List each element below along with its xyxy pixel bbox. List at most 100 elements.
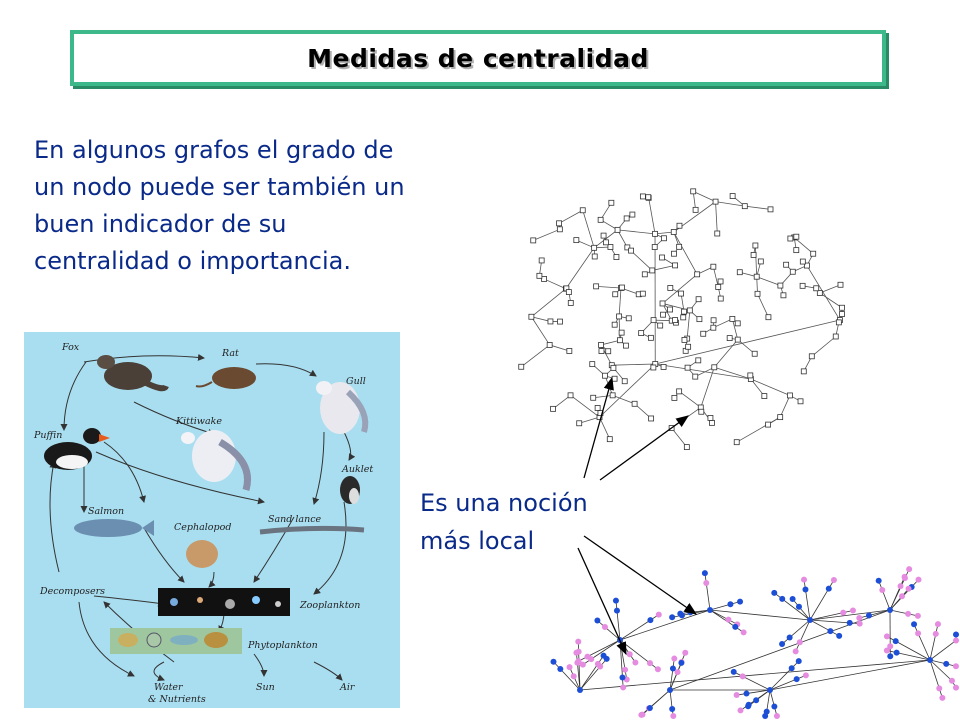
graph1-node (668, 425, 675, 431)
graph1-edge (811, 336, 837, 357)
graph1-node (547, 318, 554, 325)
graph1-node (619, 284, 625, 291)
label-rat: Rat (221, 348, 239, 359)
graph2-node (570, 673, 577, 680)
graph2-node (678, 659, 685, 666)
label-sand-lance: Sand lance (268, 514, 322, 525)
graph1-node (602, 372, 608, 379)
graph1-edge (750, 378, 791, 396)
graph2-node (579, 661, 586, 668)
graph2-edge (929, 633, 937, 661)
graph1-node (556, 220, 562, 227)
graph1-edge (543, 278, 567, 290)
graph2-node (737, 598, 744, 605)
graph2-node (875, 577, 882, 584)
graph1-node (676, 222, 683, 229)
graph1-node (638, 330, 645, 336)
puffin-icon (44, 428, 110, 470)
graph1-edge (819, 284, 841, 294)
graph1-node (694, 271, 701, 278)
graph2-node (793, 676, 800, 683)
graph2-node (906, 566, 913, 573)
graph2-node (646, 705, 653, 712)
graph1-node (695, 296, 702, 303)
graph1-edge (819, 292, 843, 309)
local-line-1: Es una noción (420, 489, 588, 517)
graph2-node (674, 669, 681, 676)
graph1-node (783, 261, 790, 268)
body-line-1: En algunos grafos el grado de (34, 136, 394, 164)
graph2-node (773, 713, 780, 719)
graph1-node (659, 300, 666, 307)
graph2-node (953, 631, 959, 638)
graph2-node (594, 617, 601, 624)
graph2-node (830, 577, 837, 584)
graph2-edge (578, 651, 581, 691)
graph1-edge (662, 274, 698, 304)
graph2-node (707, 607, 713, 613)
graph1-node (686, 307, 693, 314)
graph1-edge (618, 316, 621, 341)
graph1-node (672, 317, 678, 324)
graph2-node (626, 651, 633, 658)
graph2-edge (560, 668, 581, 691)
graph1-edge (600, 344, 613, 366)
graph1-node (729, 193, 736, 199)
graph1-node (709, 419, 715, 426)
graph1-edge (531, 288, 567, 318)
graph1-edge (655, 363, 751, 380)
graph2-node (647, 617, 654, 624)
graph2-node (667, 687, 673, 693)
graph1-edge (806, 265, 841, 321)
graph2-node (865, 612, 872, 619)
graph1-node (650, 317, 657, 324)
graph1-edge (713, 318, 733, 329)
graph1-node (648, 415, 655, 422)
graph1-node (680, 314, 687, 321)
graph2-node (639, 711, 646, 718)
graph2-edge (709, 603, 731, 611)
graph1-edge (652, 264, 676, 271)
graph2-edge (929, 640, 957, 661)
graph1-node (611, 375, 618, 382)
graph1-node (761, 393, 768, 399)
local-notion-text: Es una noción más local (420, 484, 640, 560)
graph1-edge (617, 229, 628, 248)
graph1-node (816, 290, 823, 296)
graph1-node (659, 254, 665, 261)
graph2-node (701, 570, 708, 577)
graph1-edge (754, 245, 758, 277)
graph2-node (550, 658, 557, 665)
label-water: Water (154, 682, 184, 693)
label-zooplankton: Zooplankton (299, 600, 360, 611)
graph2-node (802, 586, 809, 593)
graph1-node (757, 258, 764, 265)
graph2-edge (748, 689, 771, 706)
graph1-node (751, 350, 758, 357)
graph1-node (765, 314, 772, 321)
graph1-edge (552, 394, 571, 410)
graph1-node (714, 230, 721, 237)
graph1-node (597, 410, 604, 417)
graph1-node (641, 271, 648, 278)
auklet-icon (340, 476, 360, 504)
rat-icon (195, 367, 256, 389)
graph2-edge (809, 619, 831, 632)
label-phytoplankton: Phytoplankton (247, 640, 318, 651)
graph2-node (601, 624, 608, 631)
graph1-node (566, 348, 573, 354)
graph1-node (600, 232, 607, 239)
graph1-edge (600, 339, 620, 346)
graph2-node (911, 621, 918, 628)
graph2-node (613, 607, 620, 614)
graph1-edge (757, 293, 769, 318)
graph2-node (730, 668, 737, 675)
graph1-node (789, 268, 796, 275)
graph2-edge (809, 619, 850, 624)
graph1-node (629, 211, 636, 218)
graph2-edge (929, 659, 940, 689)
graph1-edge (596, 285, 622, 289)
graph2-edge (895, 640, 931, 661)
graph1-node (565, 289, 572, 295)
graph2-node (669, 614, 676, 621)
